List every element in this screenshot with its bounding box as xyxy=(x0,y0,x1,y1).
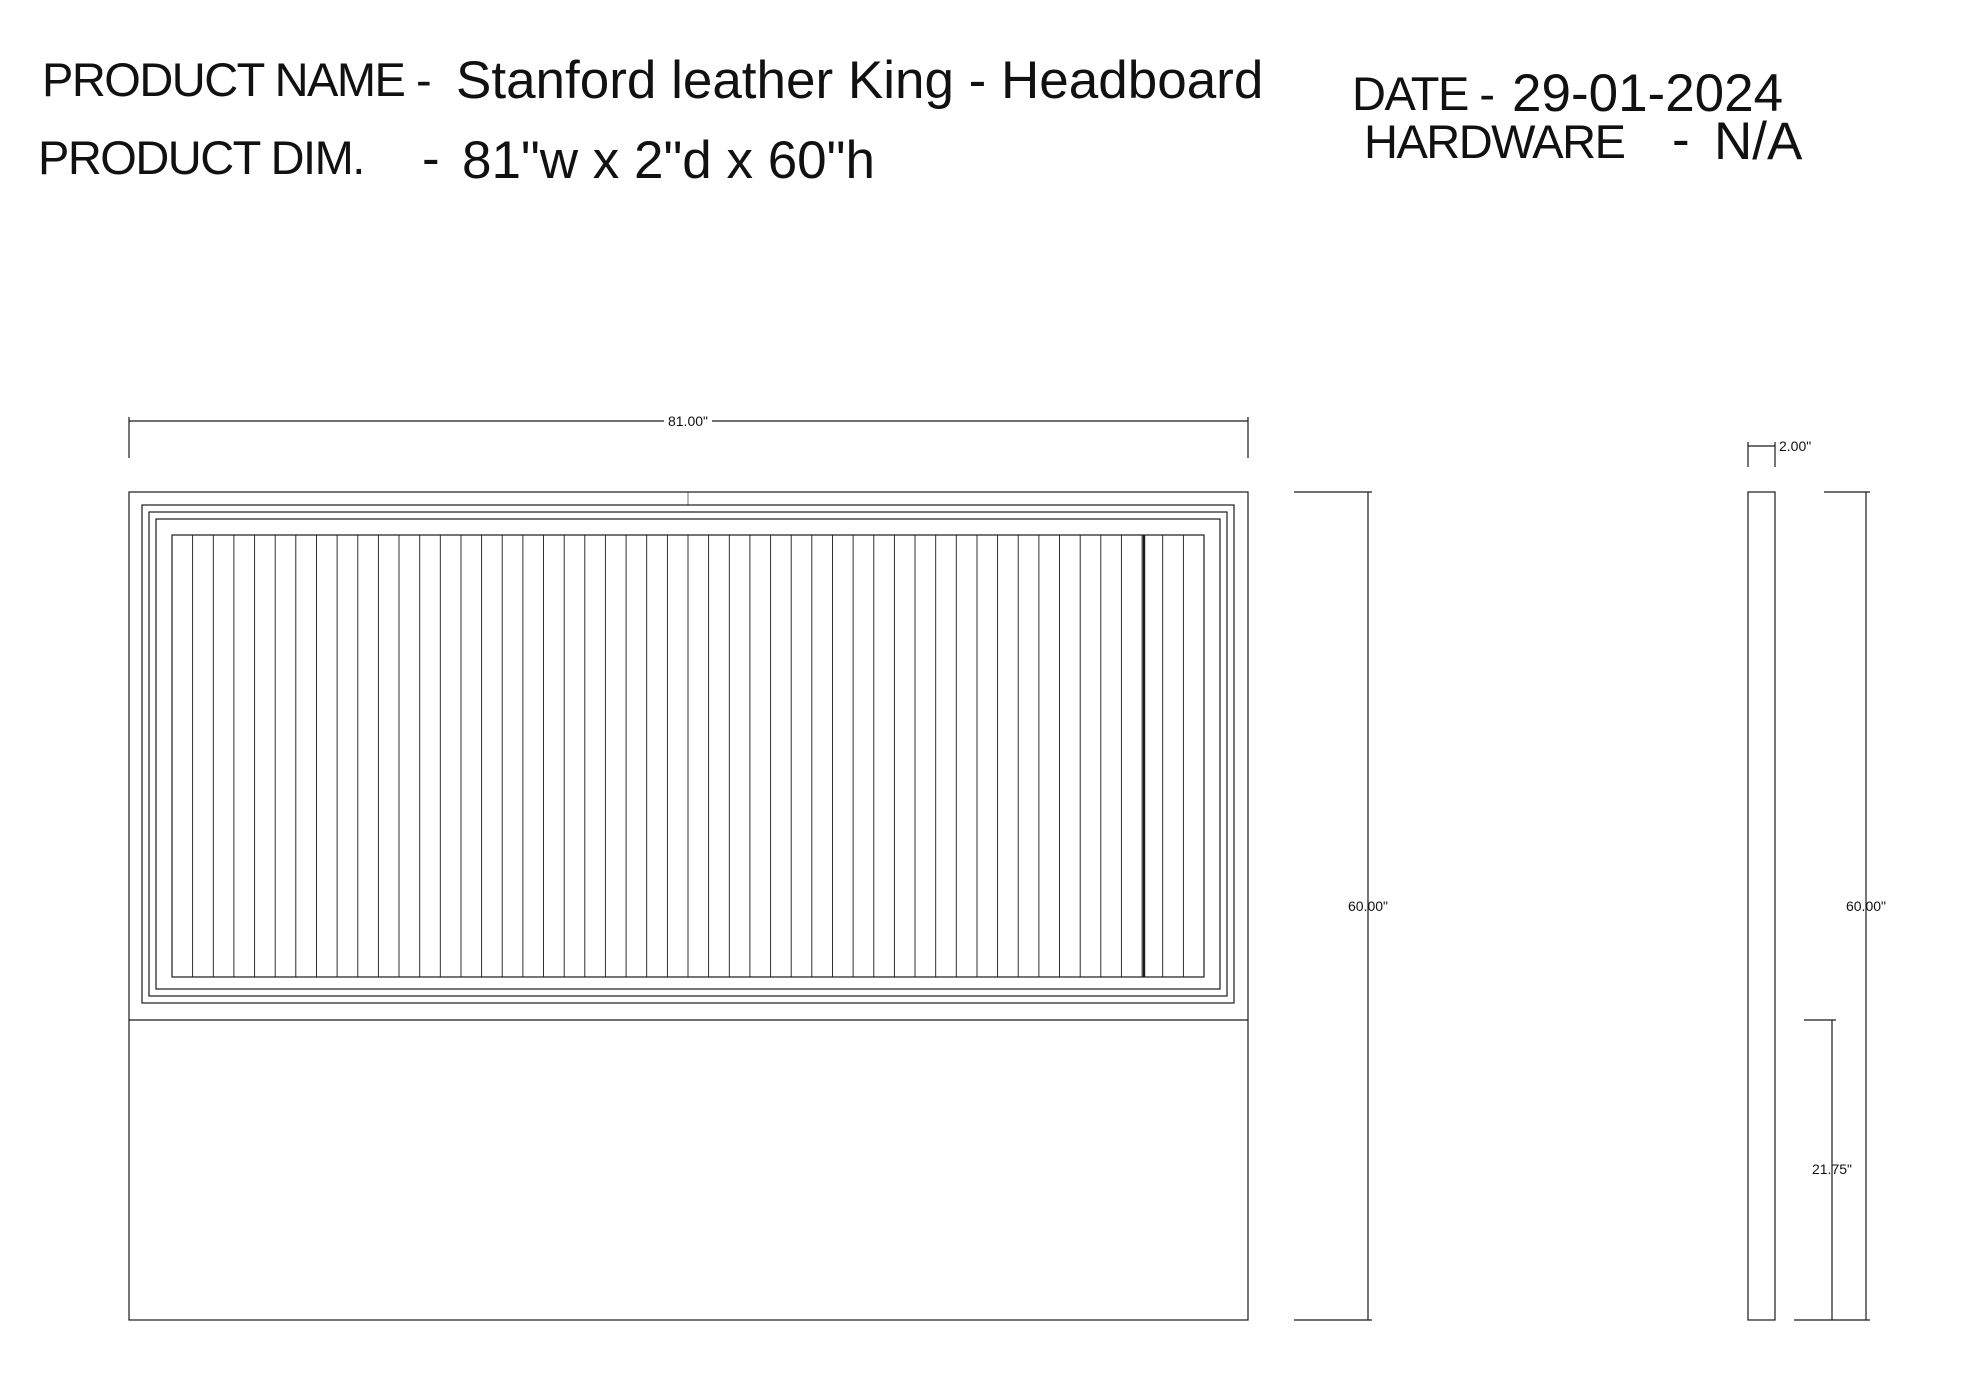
side-outline xyxy=(1747,491,1776,1321)
headboard-outline xyxy=(128,491,1249,1321)
product-dim-dash: - xyxy=(422,129,440,188)
front-height-dim-text: 60.00" xyxy=(1348,898,1388,914)
front-height-dimension: 60.00" xyxy=(1294,491,1388,1321)
width-dim-text: 81.00" xyxy=(668,413,708,429)
vertical-channels xyxy=(192,535,1184,977)
hardware-value: N/A xyxy=(1714,112,1803,171)
width-dimension: 81.00" xyxy=(128,413,1249,458)
panel-frame-inner xyxy=(155,518,1221,990)
product-name-label: PRODUCT NAME - xyxy=(42,53,432,106)
date-label: DATE - xyxy=(1352,67,1495,120)
hardware-dash: - xyxy=(1672,110,1690,169)
side-height-dim-text: 60.00" xyxy=(1846,898,1886,914)
date-value: 29-01-2024 xyxy=(1512,64,1784,123)
product-dim-value: 81"w x 2"d x 60"h xyxy=(462,131,875,190)
lower-section-dim-text: 21.75" xyxy=(1812,1161,1852,1177)
side-view: 2.00" 60.00" 21.75" xyxy=(1747,438,1886,1321)
front-view xyxy=(128,491,1249,1321)
panel-frame-middle xyxy=(148,511,1228,997)
product-name-value: Stanford leather King - Headboard xyxy=(456,51,1264,110)
product-dim-label: PRODUCT DIM. xyxy=(38,131,365,184)
depth-dim-text: 2.00" xyxy=(1779,438,1811,454)
hardware-label: HARDWARE xyxy=(1364,115,1626,168)
